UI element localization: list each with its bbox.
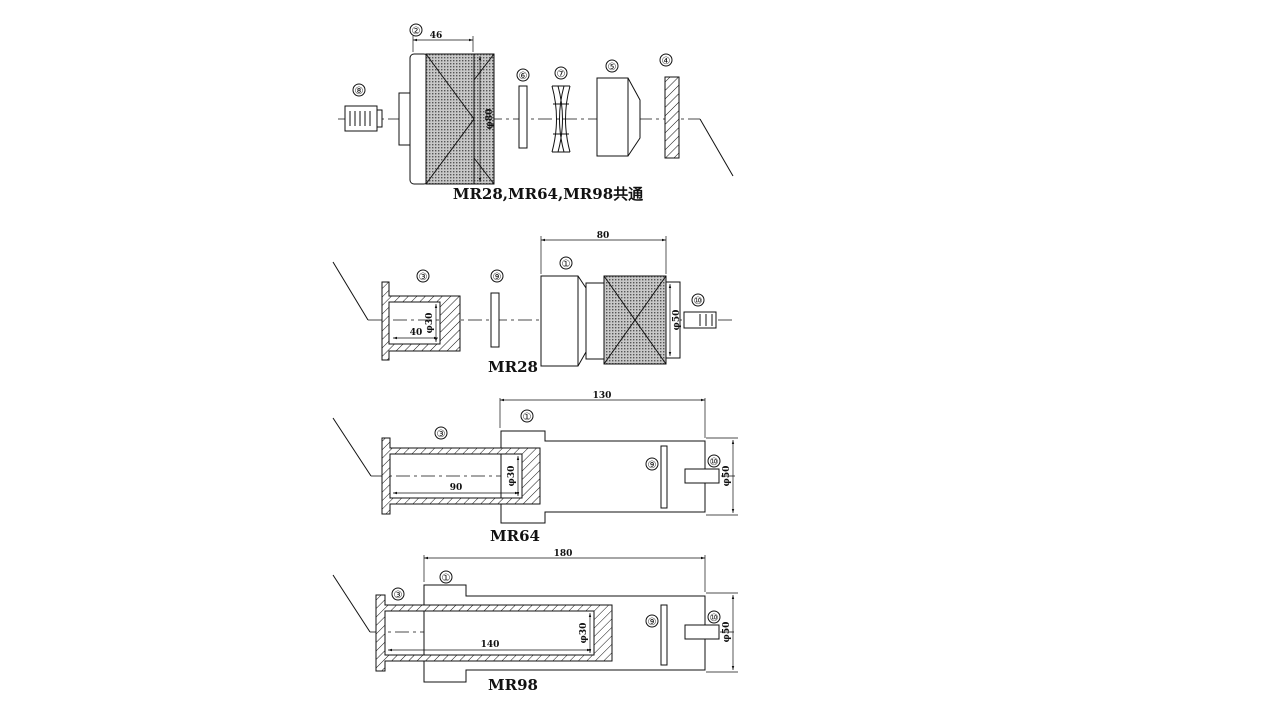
part-marker: [645, 614, 659, 628]
dim-overall: 130: [593, 391, 612, 401]
part-3-tube: [375, 594, 613, 672]
part-number-3: ③: [437, 429, 446, 440]
part-8-screw: [344, 105, 383, 132]
part-marker: [439, 570, 453, 584]
section-common: ⑧ 46 φ80 ② ⑥: [338, 23, 734, 203]
part-marker: [434, 426, 448, 440]
part-marker: [645, 457, 659, 471]
part-number-6: ⑥: [519, 71, 528, 82]
part-1-knurled-body: [540, 275, 681, 367]
part-marker: [559, 256, 573, 270]
part-marker: [605, 59, 619, 73]
part-number-9: ⑨: [648, 617, 657, 628]
dim-overall: 180: [554, 549, 573, 559]
part-marker: [707, 610, 721, 624]
part-10-screw: [684, 624, 720, 640]
leader-line: [332, 417, 372, 477]
part-10-screw: [684, 468, 720, 484]
part-marker: [554, 66, 568, 80]
part-7-spring-washers: [551, 85, 571, 153]
part-number-7: ⑦: [557, 69, 566, 80]
part-1-body: [500, 430, 706, 524]
part-3-tube: [381, 281, 461, 361]
part-marker: [520, 409, 534, 423]
leader-line: [699, 118, 734, 177]
caption-mr98: MR98: [488, 676, 538, 694]
dim-diameter: φ50: [722, 622, 732, 643]
part-marker: [516, 68, 530, 82]
part-marker: [416, 269, 430, 283]
part-marker: [409, 23, 423, 37]
part-number-8: ⑧: [355, 86, 364, 97]
part-number-5: ⑤: [608, 62, 617, 73]
caption-mr64: MR64: [490, 527, 540, 545]
dim-tube-length: 90: [450, 483, 463, 493]
caption-common: MR28,MR64,MR98共通: [453, 185, 643, 203]
dim-tube-length: 140: [481, 640, 500, 650]
part-number-1: ①: [523, 412, 532, 423]
part-number-10: ⑩: [710, 457, 719, 468]
dim-tube-diameter: φ30: [507, 466, 517, 487]
leader-line: [332, 261, 369, 321]
part-9-disc: [490, 292, 500, 348]
dim-overall: 80: [597, 231, 610, 241]
part-marker: [490, 269, 504, 283]
dim-diameter: φ50: [722, 466, 732, 487]
part-number-3: ③: [394, 590, 403, 601]
part-number-2: ②: [412, 26, 421, 37]
part-number-10: ⑩: [694, 296, 703, 307]
caption-mr28: MR28: [488, 358, 538, 376]
part-marker: [707, 454, 721, 468]
part-6-washer: [518, 85, 528, 149]
part-marker: [691, 293, 705, 307]
dim-diameter: φ50: [672, 310, 682, 331]
section-mr64: 130 90 φ30 φ50 ① ③ ⑨ ⑩ MR64: [332, 391, 738, 545]
part-marker: [391, 587, 405, 601]
leader-line: [332, 574, 371, 633]
dim-tube-diameter: φ30: [579, 623, 589, 644]
part-marker: [352, 83, 366, 97]
part-4-ring: [664, 76, 680, 159]
part-5-lens-body: [596, 77, 641, 157]
dim-tube-length: 40: [410, 328, 423, 338]
dim-diameter: φ80: [485, 109, 495, 130]
part-number-4: ④: [662, 56, 671, 67]
part-marker: [659, 53, 673, 67]
part-number-1: ①: [442, 573, 451, 584]
dim-tube-diameter: φ30: [425, 313, 435, 334]
section-mr28: 40 φ30 ③ ⑨ 80 φ50 ① ⑩: [332, 231, 734, 376]
part-number-9: ⑨: [493, 272, 502, 283]
part-number-9: ⑨: [648, 460, 657, 471]
part-number-10: ⑩: [710, 613, 719, 624]
part-number-3: ③: [419, 272, 428, 283]
section-mr98: 180 140 φ30 φ50 ① ③ ⑨ ⑩ MR98: [332, 549, 738, 694]
part-3-tube: [381, 437, 541, 515]
part-number-1: ①: [562, 259, 571, 270]
part-2-knurled-cap: [398, 53, 495, 185]
part-1-body: [423, 584, 706, 683]
dim-width: 46: [430, 31, 443, 41]
